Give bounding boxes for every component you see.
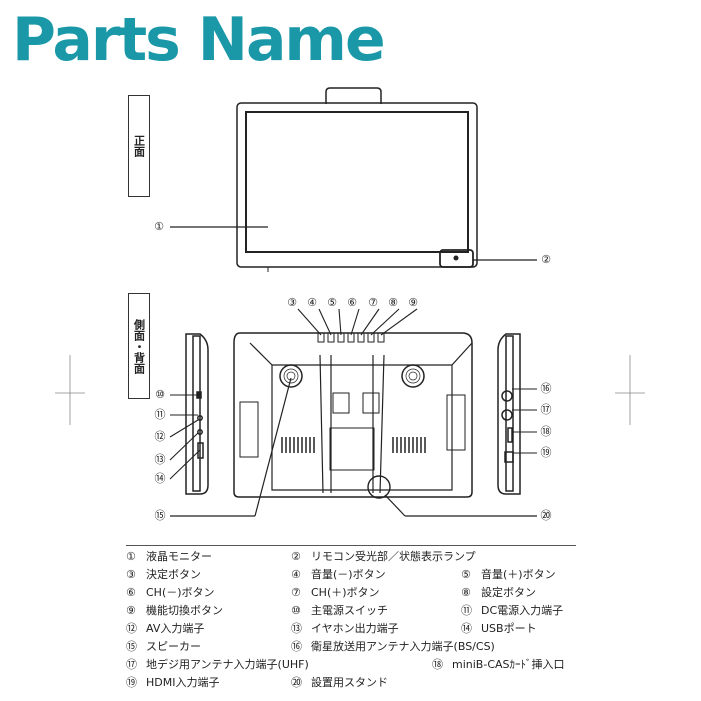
- callout-1: ①: [154, 220, 164, 233]
- crop-mark-right: [615, 355, 645, 425]
- stand: [319, 354, 385, 494]
- callout-20: ⑳: [540, 509, 552, 522]
- side-view-right: [497, 333, 521, 495]
- callout-18: ⑱: [540, 425, 552, 438]
- callout-5: ⑤: [327, 296, 337, 309]
- callout-7: ⑦: [368, 296, 378, 309]
- callout-8: ⑧: [388, 296, 398, 309]
- callout-13: ⑬: [154, 453, 166, 466]
- callout-11: ⑪: [154, 408, 166, 421]
- remote-sensor: [439, 249, 474, 268]
- callout-16: ⑯: [540, 382, 552, 395]
- side-view-left: [185, 333, 209, 495]
- callout-4: ④: [307, 296, 317, 309]
- callout-12: ⑫: [154, 430, 166, 443]
- product-diagram: [55, 87, 645, 517]
- callout-14: ⑭: [154, 472, 166, 485]
- callout-9: ⑨: [408, 296, 418, 309]
- lcd-screen: [245, 111, 469, 253]
- front-monitor: [236, 87, 478, 272]
- back-view: [233, 332, 473, 499]
- callout-3: ③: [287, 296, 297, 309]
- carry-handle: [325, 87, 382, 104]
- section-label-front: 正面: [128, 95, 150, 197]
- front-bezel: [236, 102, 478, 268]
- callout-6: ⑥: [347, 296, 357, 309]
- callout-19: ⑲: [540, 446, 552, 459]
- vent-left: [281, 437, 315, 453]
- callout-15: ⑮: [154, 509, 166, 522]
- crop-mark-left: [55, 355, 85, 425]
- callout-2: ②: [541, 253, 551, 266]
- page-title: Parts Name: [12, 5, 386, 75]
- leaders-left: [169, 394, 201, 480]
- leaders-top: [297, 308, 418, 336]
- callout-17: ⑰: [540, 403, 552, 416]
- leaders-right: [512, 388, 537, 454]
- vent-right: [392, 437, 426, 453]
- section-label-side-back: 側面・背面: [128, 293, 150, 399]
- callout-10: ⑩: [155, 388, 165, 401]
